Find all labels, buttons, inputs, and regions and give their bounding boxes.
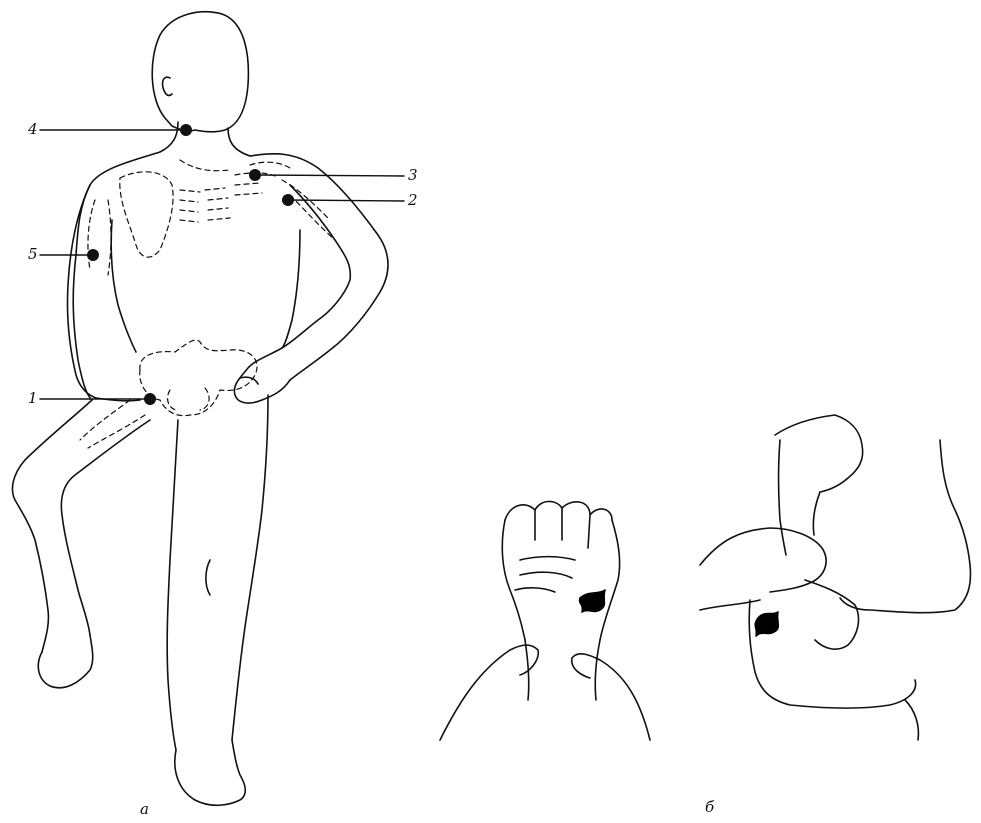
pressure-point-1 — [144, 393, 156, 405]
pressure-point-5 — [87, 249, 99, 261]
pressure-point-3 — [249, 169, 261, 181]
point-label-5: 5 — [28, 247, 38, 262]
arm-tourniquet-illustration — [700, 415, 970, 740]
pressure-point-2 — [282, 194, 294, 206]
caption-a: а — [140, 800, 149, 818]
pressure-point-4 — [180, 124, 192, 136]
wrist-hand-illustration — [440, 501, 650, 740]
point-label-2: 2 — [408, 193, 418, 208]
point-label-1: 1 — [28, 391, 38, 406]
point-label-3: 3 — [408, 168, 418, 183]
human-body-outline — [12, 12, 388, 805]
caption-b: б — [705, 798, 714, 816]
point-label-4: 4 — [28, 122, 38, 137]
